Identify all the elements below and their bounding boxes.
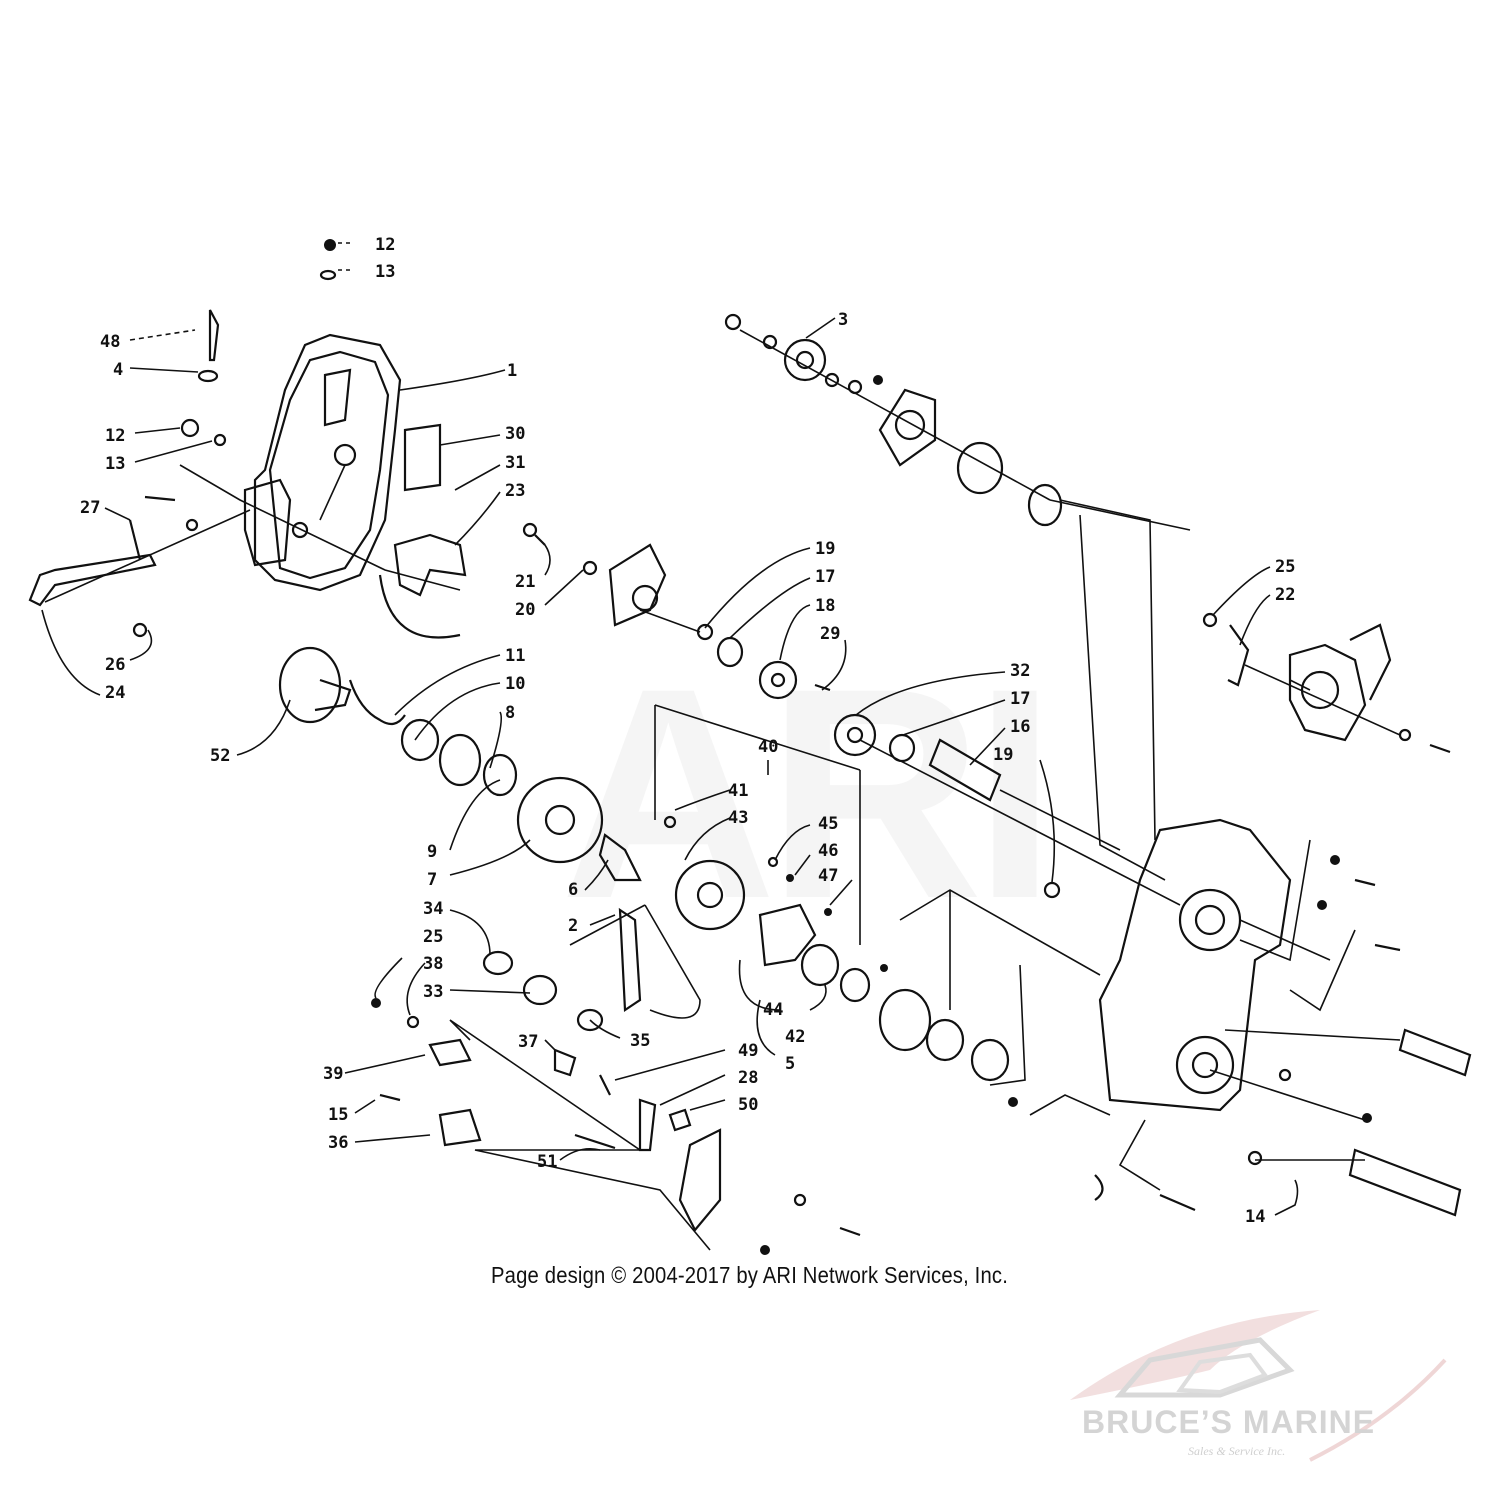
callout-25-left: 25 [423,927,443,947]
callout-17-b: 17 [1010,689,1030,709]
callout-52: 52 [210,746,230,766]
callout-6: 6 [568,880,578,900]
callout-46: 46 [818,841,838,861]
chaincase-housing [1008,612,1472,1217]
callout-48: 48 [100,332,120,352]
callout-11: 11 [505,646,525,666]
callout-16: 16 [1010,717,1030,737]
callout-23: 23 [505,481,525,501]
callout-8: 8 [505,703,515,723]
callout-47: 47 [818,866,838,886]
callout-35: 35 [630,1031,650,1051]
callout-37: 37 [518,1032,538,1052]
callout-7: 7 [427,870,437,890]
callout-13-left: 13 [105,454,125,474]
callout-19-b: 19 [993,745,1013,765]
callout-32: 32 [1010,661,1030,681]
shift-lever-group [371,950,861,1255]
brand-name: BRUCE’S MARINE [1082,1404,1376,1440]
chaincase-cover-assembly [28,239,467,639]
callout-1: 1 [507,361,517,381]
callout-10: 10 [505,674,525,694]
callout-34: 34 [423,899,443,919]
callout-3: 3 [838,310,848,330]
callout-22: 22 [1275,585,1295,605]
callout-43: 43 [728,808,748,828]
callout-4: 4 [113,360,123,380]
callout-19-a: 19 [815,539,835,559]
callout-40: 40 [758,737,778,757]
callout-21: 21 [515,572,535,592]
callout-36: 36 [328,1133,348,1153]
callout-42: 42 [785,1027,805,1047]
callout-27: 27 [80,498,100,518]
callout-49: 49 [738,1041,758,1061]
callout-50: 50 [738,1095,758,1115]
callout-18: 18 [815,596,835,616]
callout-labels: 12 13 48 4 1 12 13 30 31 23 27 26 24 21 … [80,235,1295,1227]
callout-30: 30 [505,424,525,444]
callout-26: 26 [105,655,125,675]
callout-15: 15 [328,1105,348,1125]
callout-51: 51 [537,1152,557,1172]
callout-14: 14 [1245,1207,1265,1227]
callout-12-top: 12 [375,235,395,255]
idler-and-tension-group [696,623,1061,899]
callout-17-a: 17 [815,567,835,587]
input-shaft-and-sprockets [522,313,1063,627]
callout-38: 38 [423,954,443,974]
callout-45: 45 [818,814,838,834]
reverse-drive-group [278,646,1010,1082]
callout-24: 24 [105,683,125,703]
callout-28: 28 [738,1068,758,1088]
bruces-marine-logo [1070,1310,1447,1462]
callout-44: 44 [763,1000,783,1020]
callout-5: 5 [785,1054,795,1074]
callout-29: 29 [820,624,840,644]
callout-33: 33 [423,982,443,1002]
callout-9: 9 [427,842,437,862]
callout-12-left: 12 [105,426,125,446]
callout-31: 31 [505,453,525,473]
leader-lines [41,242,1401,1251]
callout-25-right: 25 [1275,557,1295,577]
callout-39: 39 [323,1064,343,1084]
copyright-credit: Page design © 2004-2017 by ARI Network S… [490,1262,1009,1288]
brand-subtitle: Sales & Service Inc. [1188,1444,1286,1458]
callout-13-top: 13 [375,262,395,282]
callout-20: 20 [515,600,535,620]
callout-41: 41 [728,781,748,801]
callout-2: 2 [568,916,578,936]
